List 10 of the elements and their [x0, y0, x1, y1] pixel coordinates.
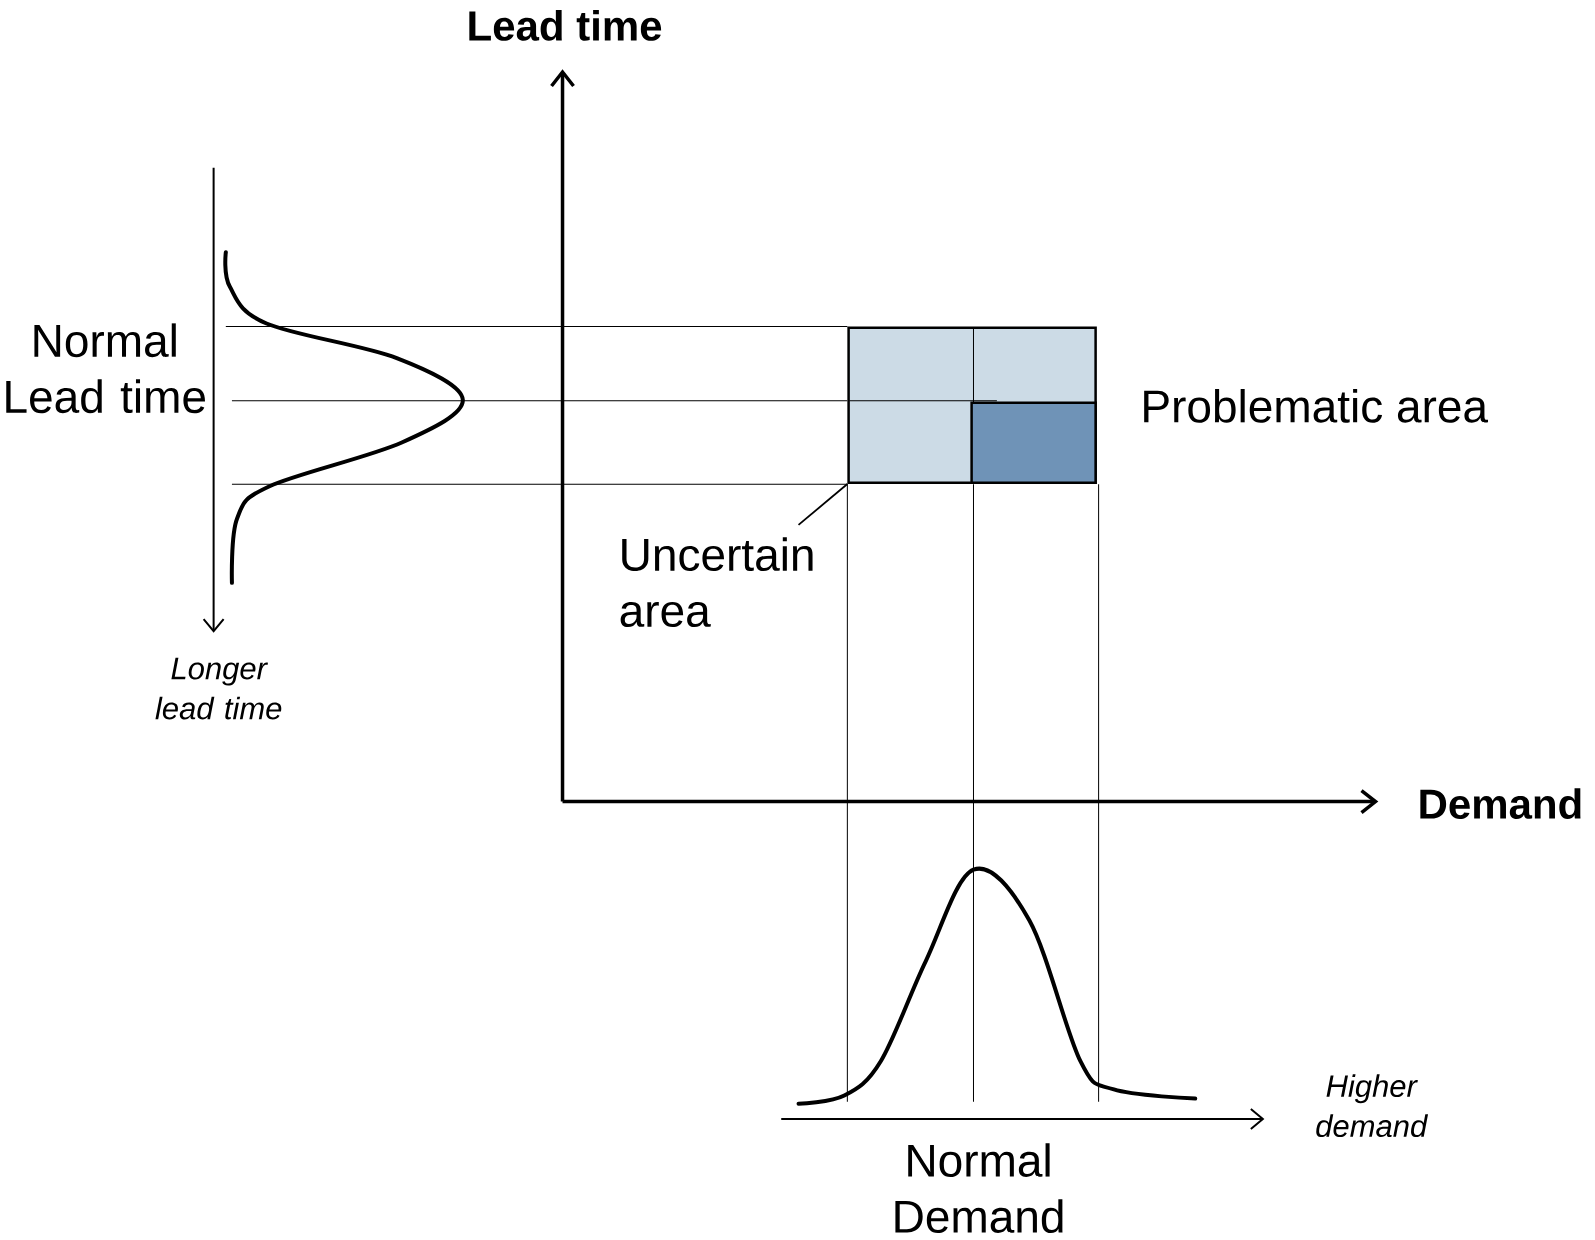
axis-title: Demand: [1420, 788, 1581, 820]
axis-label: Normal Lead time: [6, 323, 205, 414]
leader-line: [797, 483, 849, 526]
problematic-area-box: [970, 401, 1097, 485]
area-label: Problematic area: [1144, 389, 1489, 423]
area-label: Uncertain area: [620, 537, 813, 628]
axis-label: Normal Demand: [895, 1143, 1063, 1233]
direction-label: Higher demand: [1316, 1074, 1429, 1138]
direction-label: Longer lead time: [155, 657, 282, 720]
axis-title: Lead time: [469, 10, 662, 41]
